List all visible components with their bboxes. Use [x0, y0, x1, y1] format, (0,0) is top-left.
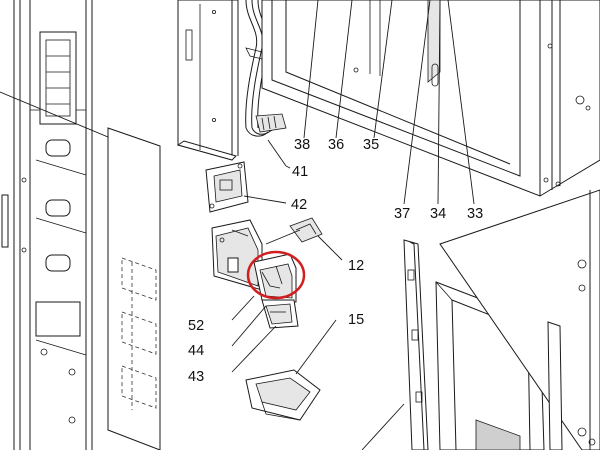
callout-42: 42: [291, 197, 307, 213]
rail-assembly: [403, 239, 429, 450]
top-center-unit: [176, 0, 239, 161]
highlight-circle: [246, 250, 306, 300]
callout-15: 15: [348, 312, 364, 328]
tray-15: [245, 319, 337, 421]
callout-38: 38: [294, 137, 310, 153]
callout-37: 37: [394, 206, 410, 222]
callout-41: 41: [292, 164, 308, 180]
part-43-bracket: [261, 299, 299, 329]
bracket-52: [211, 219, 263, 291]
callout-43: 43: [188, 369, 204, 385]
right-cabinet-frame: [261, 0, 600, 197]
leader-lines: [231, 0, 475, 450]
callout-44: 44: [188, 343, 204, 359]
clip-12: [265, 217, 343, 261]
callout-33: 33: [467, 206, 483, 222]
callout-34: 34: [430, 206, 446, 222]
callout-35: 35: [363, 137, 379, 153]
connector-41: [255, 113, 291, 169]
callout-36: 36: [328, 137, 344, 153]
callout-12: 12: [348, 258, 364, 274]
right-edge-frame: [439, 189, 600, 450]
part-44-assembly: [253, 253, 297, 303]
left-cabinet-frame: [0, 0, 121, 450]
side-panel: [107, 127, 161, 450]
callout-52: 52: [188, 318, 204, 334]
bracket-42: [205, 161, 287, 213]
